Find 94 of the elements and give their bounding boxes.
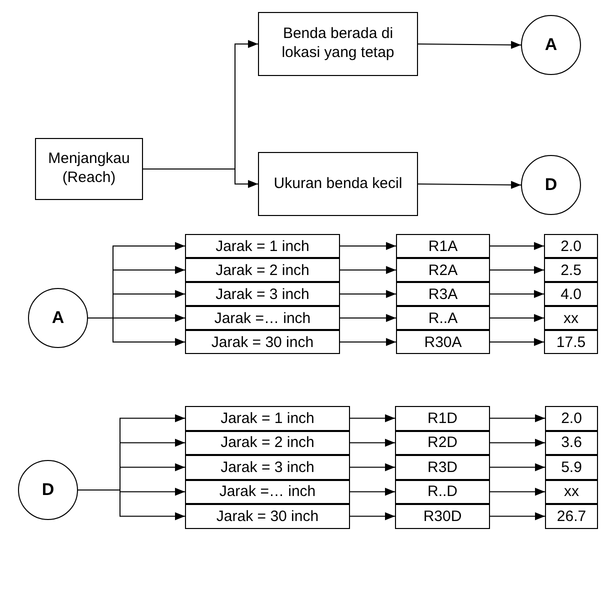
cell-text: R..D xyxy=(428,484,458,500)
arrow xyxy=(490,314,544,322)
cell-text: Jarak = 30 inch xyxy=(216,508,319,524)
cell-text: Jarak =… inch xyxy=(214,310,311,326)
table-cell xyxy=(395,480,490,504)
table-cell xyxy=(185,282,340,306)
table-cell xyxy=(185,504,350,528)
table-cell xyxy=(395,455,490,480)
arrow xyxy=(418,180,522,189)
cell-text: 4.0 xyxy=(560,286,582,302)
arrow xyxy=(490,338,544,346)
arrow xyxy=(490,512,546,520)
table-cell xyxy=(545,480,598,504)
table-cell xyxy=(185,480,350,504)
arrow xyxy=(490,266,544,274)
cell-text: R1D xyxy=(427,410,458,426)
cell-text: R3D xyxy=(427,460,458,475)
cell-text: R30D xyxy=(423,508,462,524)
cell-text: 5.9 xyxy=(561,460,582,475)
cell-text: xx xyxy=(564,484,579,500)
table-cell xyxy=(545,455,598,480)
circle-label: D xyxy=(42,479,54,502)
table-cell xyxy=(544,234,598,258)
table-cell xyxy=(396,330,490,354)
circle-label: A xyxy=(544,34,558,56)
table-cell xyxy=(395,504,490,528)
circle-label: A xyxy=(52,307,64,330)
table-cell xyxy=(544,330,598,354)
process-box xyxy=(258,152,418,216)
arrow xyxy=(350,438,396,447)
table-cell xyxy=(545,504,598,528)
cell-text: 2.0 xyxy=(561,410,582,426)
table-cell xyxy=(544,282,598,306)
table-cell xyxy=(185,234,340,258)
cell-text: R2A xyxy=(428,262,458,278)
cell-text: Jarak = 3 inch xyxy=(220,460,314,475)
box-text: Benda berada di lokasi yang tetap xyxy=(280,25,396,63)
table-cell xyxy=(544,258,598,282)
cell-text: xx xyxy=(564,310,578,326)
process-box xyxy=(35,138,143,200)
arrow xyxy=(350,463,396,472)
table-cell xyxy=(396,306,490,330)
cell-text: R30A xyxy=(424,334,462,350)
cell-text: 2.5 xyxy=(560,262,582,278)
cell-text: Jarak = 30 inch xyxy=(211,334,314,350)
cell-text: 26.7 xyxy=(556,508,586,524)
arrow xyxy=(350,414,396,422)
process-box xyxy=(258,12,418,76)
arrow xyxy=(350,488,396,496)
cell-text: Jarak = 3 inch xyxy=(216,286,310,302)
cell-text: 17.5 xyxy=(556,334,586,350)
arrow xyxy=(350,512,396,520)
table-cell xyxy=(185,406,350,430)
table-cell xyxy=(185,330,340,354)
arrow xyxy=(78,490,186,520)
table-cell xyxy=(396,234,490,258)
arrow xyxy=(490,438,546,447)
arrow xyxy=(340,266,396,274)
table-cell xyxy=(185,306,340,330)
cell-text: R3A xyxy=(428,286,458,302)
box-text: Menjangkau (Reach) xyxy=(47,150,131,188)
arrow xyxy=(340,242,396,250)
arrow xyxy=(490,242,544,250)
cell-text: 2.0 xyxy=(560,238,582,254)
arrow xyxy=(142,168,258,188)
cell-text: Jarak = 1 inch xyxy=(220,410,314,426)
cell-text: R2D xyxy=(427,435,458,450)
cell-text: Jarak = 2 inch xyxy=(216,262,310,278)
table-cell xyxy=(545,406,598,430)
table-cell xyxy=(396,258,490,282)
box-text: Ukuran benda kecil xyxy=(274,174,402,194)
cell-text: 3.6 xyxy=(561,435,582,450)
arrow xyxy=(340,290,396,298)
circle-label: D xyxy=(544,174,558,196)
table-cell xyxy=(396,282,490,306)
table-cell xyxy=(545,430,598,455)
arrow xyxy=(418,40,522,49)
arrow xyxy=(490,463,546,472)
cell-text: R..A xyxy=(428,310,458,326)
arrow xyxy=(490,488,546,496)
table-cell xyxy=(185,430,350,455)
arrow xyxy=(490,414,546,422)
table-cell xyxy=(185,258,340,282)
arrow xyxy=(490,290,544,298)
cell-text: Jarak =… inch xyxy=(219,484,316,500)
table-cell xyxy=(544,306,598,330)
cell-text: Jarak = 1 inch xyxy=(216,238,310,254)
table-cell xyxy=(395,406,490,430)
table-cell xyxy=(185,455,350,480)
arrow xyxy=(340,338,396,346)
table-cell xyxy=(395,430,490,455)
arrow xyxy=(340,314,396,322)
cell-text: Jarak = 2 inch xyxy=(220,435,314,450)
cell-text: R1A xyxy=(428,238,458,254)
